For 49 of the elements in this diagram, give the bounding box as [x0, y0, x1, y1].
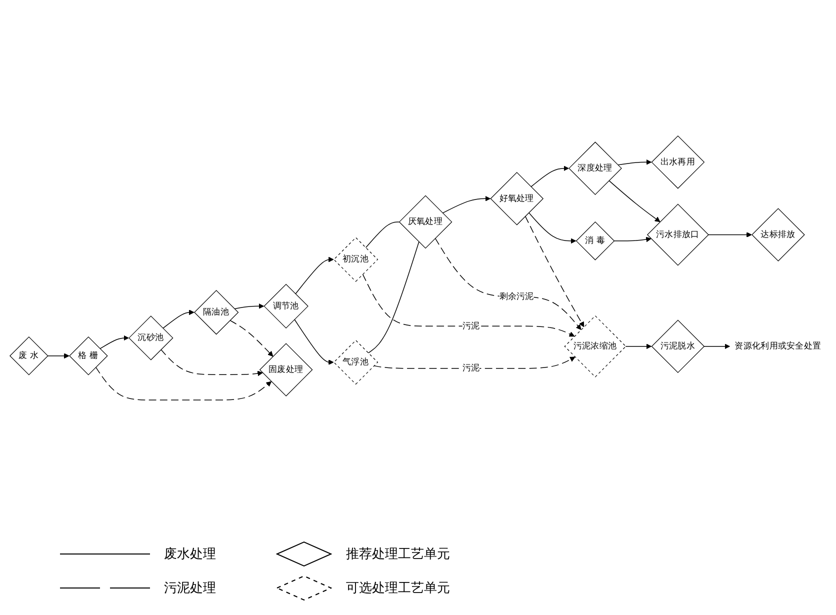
- edge-label: 剩余污泥: [499, 290, 534, 301]
- edge-label: 污泥: [462, 362, 480, 373]
- node-text: 资源化利用或安全处置: [734, 340, 822, 351]
- arrow: [528, 212, 576, 244]
- node-diamond: 初沉池: [333, 236, 378, 282]
- node-diamond: 消 毒: [576, 221, 615, 260]
- arrow: [100, 334, 129, 349]
- node-diamond: 气浮池: [333, 339, 378, 384]
- arrow: [162, 309, 194, 328]
- arrow: [524, 215, 584, 327]
- connector: [368, 241, 420, 353]
- arrow: [294, 318, 334, 364]
- node-diamond: 达标排放: [752, 208, 805, 261]
- legend-label: 推荐处理工艺单元: [346, 546, 450, 563]
- arrow: [703, 343, 730, 349]
- arrow: [234, 303, 264, 309]
- arrow: [47, 352, 70, 358]
- legend-label: 可选处理工艺单元: [346, 580, 450, 597]
- arrow: [617, 158, 652, 165]
- arrow: [625, 343, 652, 349]
- node-diamond: 出水再用: [651, 135, 705, 188]
- arrow: [362, 273, 575, 336]
- node-diamond: 废 水: [10, 336, 48, 375]
- node-diamond: 厌氧处理: [398, 194, 452, 248]
- node-diamond: 污泥脱水: [651, 319, 705, 373]
- arrow: [374, 356, 576, 368]
- arrow: [708, 232, 752, 237]
- arrow: [614, 236, 652, 242]
- node-diamond: 污水排放口: [646, 203, 709, 266]
- node-diamond: 好氧处理: [490, 172, 544, 225]
- legend-label: 废水处理: [164, 546, 216, 563]
- node-diamond: 沉砂池: [128, 315, 174, 360]
- arrow: [230, 320, 274, 356]
- legend-label: 污泥处理: [164, 580, 216, 597]
- arrow: [295, 256, 334, 294]
- arrow: [95, 366, 272, 400]
- arrow: [608, 180, 660, 222]
- arrow: [442, 195, 491, 213]
- node-diamond: 调节池: [264, 283, 308, 328]
- arrow: [434, 237, 582, 330]
- arrow: [160, 348, 263, 376]
- node-diamond: 污泥浓缩池: [564, 314, 626, 377]
- node-diamond: 格 栅: [69, 336, 108, 375]
- node-diamond: 隔油池: [194, 290, 239, 334]
- node-diamond: 固废处理: [259, 342, 313, 396]
- node-diamond: 深度处理: [568, 141, 622, 195]
- arrow: [530, 165, 569, 187]
- edge-label: 污泥: [462, 320, 480, 330]
- connector: [365, 221, 400, 248]
